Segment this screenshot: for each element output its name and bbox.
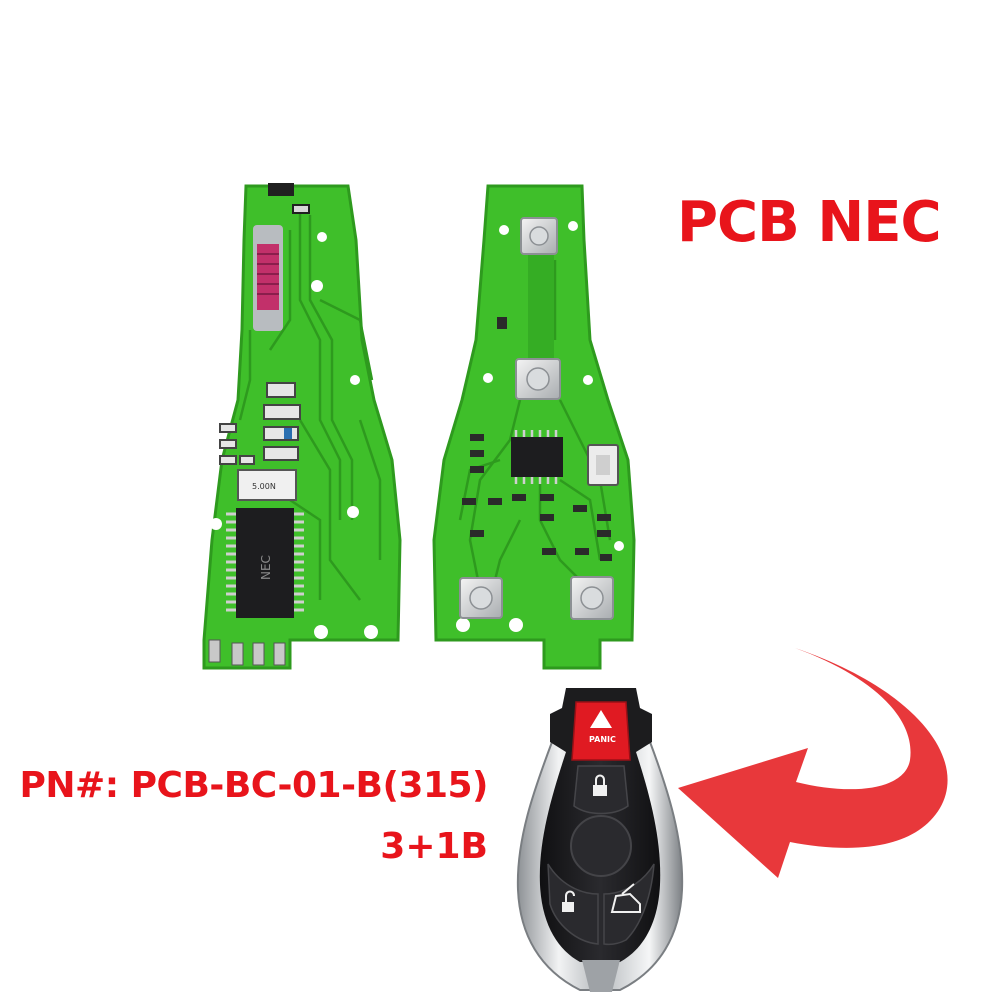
product-title: PCB NEC [677,190,942,255]
pcb-left-resistor [266,382,296,398]
panic-label: PANIC [589,735,616,744]
trunk-button [603,863,655,946]
pcb-left-crystal [237,469,297,501]
tact-switch-top [520,217,558,255]
pcb-left-pad [252,642,265,666]
warning-triangle-icon [590,710,612,728]
pcb-left-traces [238,210,382,601]
pcb-left-hole [210,518,222,530]
pcb-left-smd [292,204,310,214]
pcb-left-hole [347,506,359,518]
fob-key-tip [582,960,620,992]
pcb-right-ic [511,430,563,484]
pcb-left-hole [317,232,327,242]
pcb-right-outline [432,184,636,670]
pcb-left-hole [311,280,323,292]
pcb-left-resistor [263,446,299,461]
pcb-board-left: 5.00N NEC [202,183,402,670]
pcb-right-hole [456,618,470,632]
pcb-right-smd-group [462,317,612,561]
pcb-right-hole [614,541,624,551]
pcb-left-transistor [268,183,294,196]
center-ring [570,815,632,877]
main-chip-label: NEC [259,555,273,580]
pcb-left-hole [364,625,378,639]
pcb-right-hole [499,225,509,235]
pcb-board-right [432,184,636,670]
pcb-left-smd [239,455,255,465]
pcb-left-smd [219,455,237,465]
pcb-left-pad [208,639,221,663]
unlock-icon [562,890,575,912]
pcb-right-hole [583,375,593,385]
pcb-right-hole [483,373,493,383]
pcb-left-hole [314,625,328,639]
pcb-right-trace-strip [528,252,554,362]
tact-switch-right [570,576,614,620]
pcb-right-hole [568,221,578,231]
tact-switch-left [459,577,503,619]
pcb-left-smd [219,423,237,433]
curved-arrow-icon [678,648,948,878]
button-variant: 3+1B [380,826,488,867]
pcb-right-resonator-core [596,455,610,475]
pcb-left-smd [219,439,237,449]
pcb-left-hole [210,456,218,464]
pcb-left-diode [284,428,292,439]
pcb-left-pad [273,642,286,666]
pcb-left-resistor [263,404,301,420]
part-number: PN#: PCB-BC-01-B(315) [19,765,489,806]
main-chip-nec: NEC [226,508,304,618]
pcb-left-resistor [263,426,299,441]
panic-button [571,701,631,761]
lock-icon [593,774,607,796]
key-fob: PANIC [516,688,684,992]
crystal-label: 5.00N [252,482,276,491]
pcb-left-hole [350,375,360,385]
car-trunk-icon [610,883,641,913]
pcb-right-hole [509,618,523,632]
transponder-coil [253,225,283,331]
tact-switch-middle [515,358,561,400]
pcb-left-pad [231,642,244,666]
